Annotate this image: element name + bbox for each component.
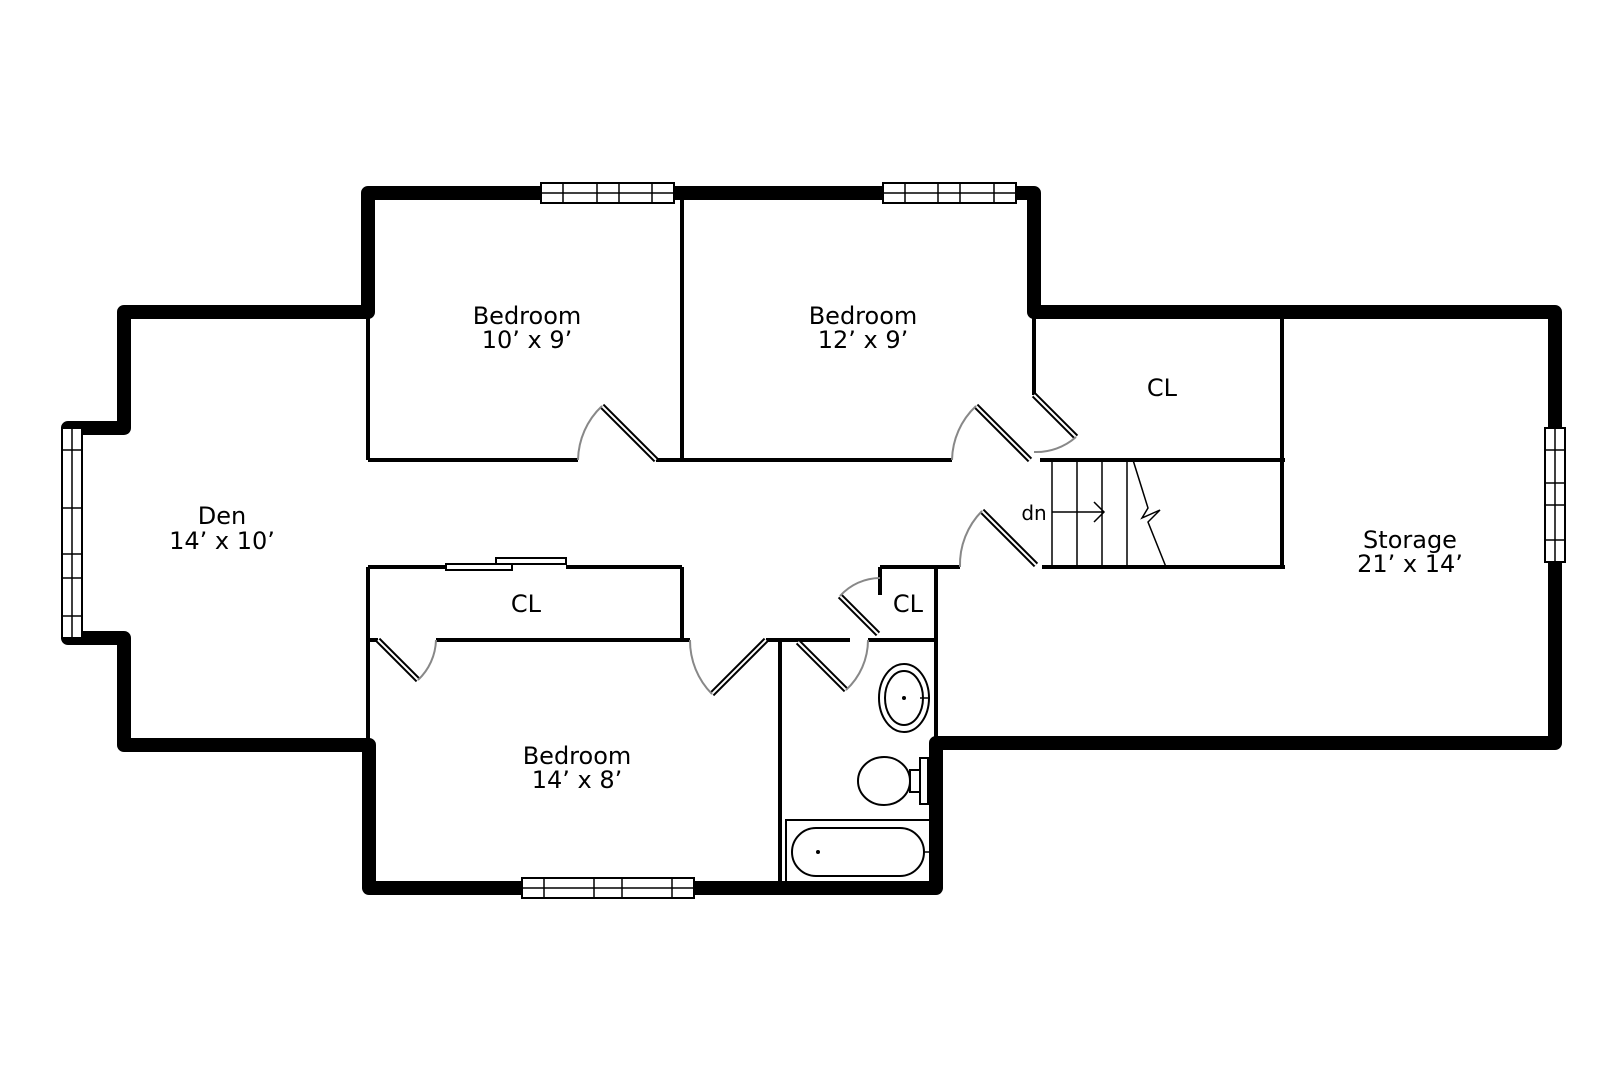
bedroom3-size: 14’ x 8’ <box>532 766 623 794</box>
window-storage <box>1544 427 1566 563</box>
window-bedroom2 <box>882 182 1017 204</box>
door-bedroom1 <box>577 403 659 463</box>
interior-walls <box>366 193 1285 888</box>
stairs <box>1051 459 1167 568</box>
bathtub <box>785 819 931 883</box>
label-bedroom1: Bedroom 10’ x 9’ <box>473 302 582 354</box>
toilet <box>857 756 929 806</box>
closet-small-label: CL <box>893 590 924 618</box>
sink <box>878 663 930 733</box>
door-bathroom <box>795 639 869 693</box>
exterior-wall <box>61 186 1562 895</box>
label-bedroom3: Bedroom 14’ x 8’ <box>523 742 632 794</box>
closet-bottom-left-label: CL <box>511 590 542 618</box>
door-closet-bottom <box>375 637 437 683</box>
storage-size: 21’ x 14’ <box>1357 550 1463 578</box>
bedroom2-size: 12’ x 9’ <box>818 326 909 354</box>
door-bedroom2 <box>951 403 1033 463</box>
bedroom3-name: Bedroom <box>523 742 632 770</box>
label-storage: Storage 21’ x 14’ <box>1357 526 1463 578</box>
bedroom1-size: 10’ x 9’ <box>482 326 573 354</box>
stairs-label: dn <box>1021 501 1046 525</box>
label-den: Den 14’ x 10’ <box>169 502 275 555</box>
den-size: 14’ x 10’ <box>169 527 275 555</box>
closet-top-right-label: CL <box>1147 374 1178 402</box>
window-bedroom3 <box>521 877 695 899</box>
door-bedroom3 <box>688 637 769 697</box>
door-closet-small <box>837 577 881 637</box>
door-closet-top <box>1031 392 1079 454</box>
bedroom1-name: Bedroom <box>473 302 582 330</box>
storage-name: Storage <box>1363 526 1457 554</box>
sliding-door-closet <box>445 557 567 571</box>
label-bedroom2: Bedroom 12’ x 9’ <box>809 302 918 354</box>
window-bedroom1 <box>540 182 675 204</box>
door-hall-stairs <box>958 508 1039 568</box>
den-name: Den <box>198 502 246 530</box>
window-den <box>61 427 83 639</box>
bedroom2-name: Bedroom <box>809 302 918 330</box>
